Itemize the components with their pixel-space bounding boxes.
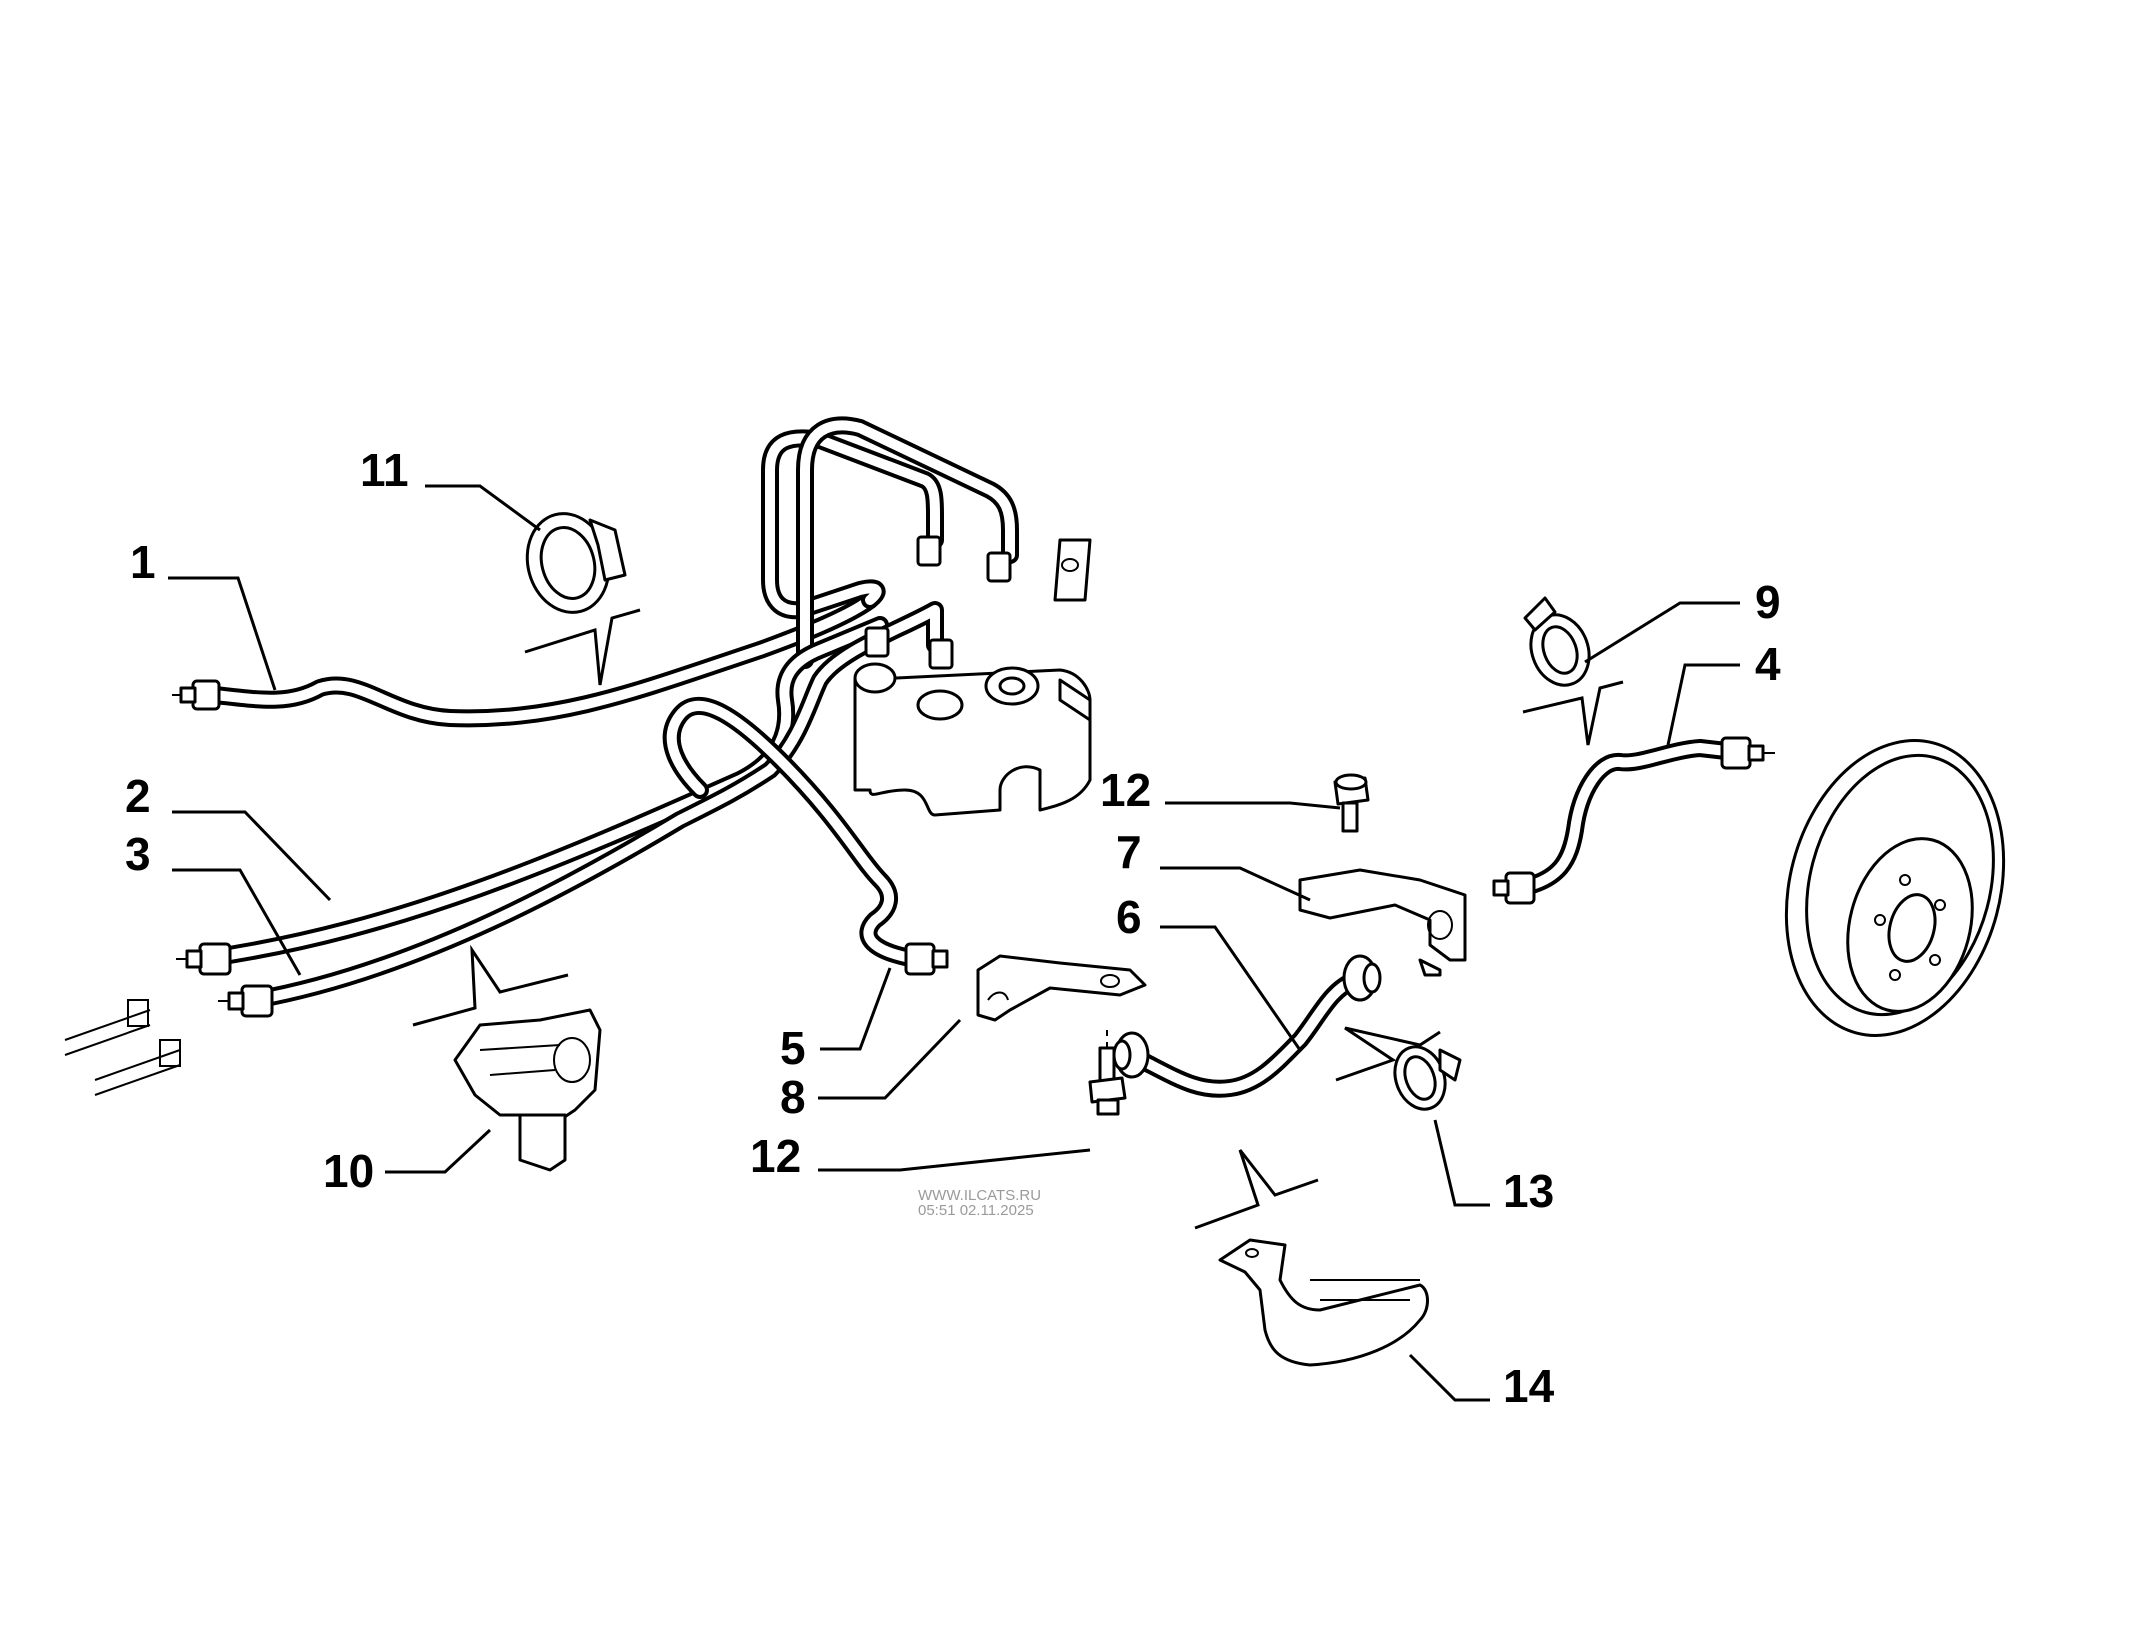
break-symbol-4 [1335,1026,1441,1082]
callout-5: 5 [780,1022,806,1074]
callout-1: 1 [130,536,156,588]
pipe-6 [1136,971,1364,1098]
clip-9 [1523,596,1591,687]
pipe-3 [246,601,944,1009]
fitting-pipe-4-end [1720,736,1775,770]
callout-10: 10 [323,1145,374,1197]
callout-3: 3 [125,828,151,880]
fitting-pipe-4-start [1492,871,1536,905]
break-symbol-3 [1522,680,1624,746]
fitting-pipe-5 [904,942,949,976]
clip-13 [1393,1045,1462,1111]
break-symbol-1 [524,608,641,686]
callout-11: 11 [360,444,409,496]
bracket-8 [976,954,1147,1022]
fitting-pipe-3 [218,984,274,1018]
callout-14: 14 [1503,1360,1555,1412]
break-symbol-2 [412,944,569,1027]
pipe-4 [1511,739,1744,897]
shield-14 [1218,1238,1429,1367]
callout-4: 4 [1755,638,1781,690]
bolt-12-upper [1333,773,1370,833]
clip-10 [453,1008,602,1172]
fitting-pipe-1 [172,679,221,711]
bracket-7 [1298,868,1467,977]
callout-8: 8 [780,1071,806,1123]
callout-6: 6 [1116,891,1142,943]
callout-7: 7 [1116,826,1142,878]
callout-12-lower: 12 [750,1130,801,1182]
break-symbol-5 [1194,1149,1319,1230]
callout-9: 9 [1755,576,1781,628]
regulator-fittings [864,535,1012,670]
leader-lines [168,484,1740,1402]
watermark-site: WWW.ILCATS.RU [918,1187,1041,1204]
left-pipe-stubs [64,999,181,1096]
bolt-12-lower [1088,1030,1127,1116]
callout-12-upper: 12 [1100,764,1151,816]
brake-pressure-regulator [853,538,1092,817]
fitting-pipe-2 [176,942,232,976]
brake-drum [1784,739,2006,1037]
fitting-pipe-6-a [1112,1031,1150,1079]
pipe-upper-loop [796,416,1019,669]
pipe-1-front-left [206,591,879,728]
pipe-1-loop-up [761,429,944,620]
watermark-timestamp: 05:51 02.11.2025 [918,1202,1034,1219]
callout-13: 13 [1503,1165,1554,1217]
pipe-2 [201,616,889,967]
clip-11 [525,512,627,614]
pipe-5 [662,696,919,967]
callout-2: 2 [125,770,151,822]
fitting-pipe-6-b [1342,954,1382,1002]
